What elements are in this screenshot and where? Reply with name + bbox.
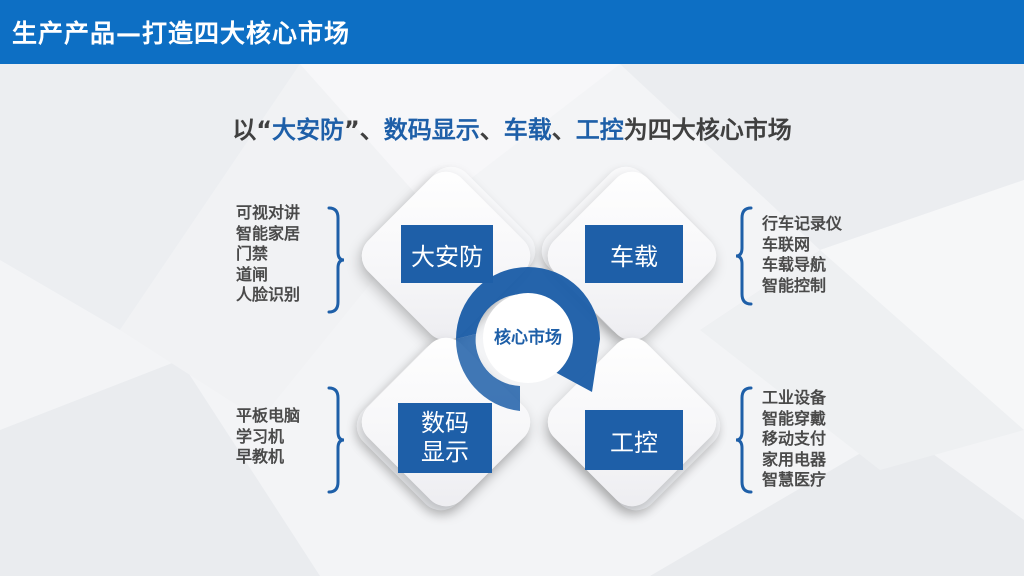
list-display: 平板电脑 学习机 早教机 bbox=[236, 406, 300, 468]
subtitle-highlight-display: 数码显示 bbox=[383, 116, 480, 144]
page-title: 生产产品—打造四大核心市场 bbox=[12, 19, 351, 48]
market-box-industrial: 工控 bbox=[585, 410, 683, 470]
market-label-automotive: 车载 bbox=[610, 242, 658, 271]
subtitle-prefix: 以“ bbox=[232, 116, 272, 144]
list-item: 智能控制 bbox=[762, 275, 827, 295]
subtitle: 以“大安防”、数码显示、车载、工控为四大核心市场 bbox=[0, 110, 1024, 145]
list-item: 平板电脑 bbox=[236, 406, 301, 425]
list-item: 行车记录仪 bbox=[762, 214, 843, 233]
list-item: 学习机 bbox=[236, 426, 285, 446]
list-item: 车载导航 bbox=[762, 255, 827, 274]
subtitle-highlight-industrial: 工控 bbox=[575, 116, 624, 144]
list-item: 智能穿戴 bbox=[762, 408, 827, 428]
list-security: 可视对讲 智能家居 门禁 道闸 人脸识别 bbox=[236, 203, 300, 306]
subtitle-highlight-automotive: 车载 bbox=[503, 116, 552, 144]
bracket-industrial bbox=[735, 386, 753, 494]
market-label-display-line2: 显示 bbox=[421, 438, 469, 466]
bracket-security bbox=[327, 206, 345, 314]
market-box-security: 大安防 bbox=[401, 225, 493, 283]
market-label-industrial: 工控 bbox=[610, 428, 658, 457]
list-item: 人脸识别 bbox=[236, 285, 301, 304]
list-item: 早教机 bbox=[236, 447, 285, 466]
list-automotive: 行车记录仪 车联网 车载导航 智能控制 bbox=[762, 214, 842, 296]
list-item: 可视对讲 bbox=[236, 203, 301, 222]
market-label-security: 大安防 bbox=[411, 242, 483, 271]
subtitle-sep-2: 、 bbox=[551, 116, 576, 144]
subtitle-highlight-security: 大安防 bbox=[272, 116, 344, 144]
market-label-display-line1: 数码 bbox=[421, 409, 469, 437]
center-label: 核心市场 bbox=[494, 328, 562, 348]
subtitle-sep-1: 、 bbox=[479, 116, 504, 144]
market-box-display: 数码 显示 bbox=[398, 403, 492, 473]
list-item: 道闸 bbox=[236, 264, 269, 284]
header-bar: 生产产品—打造四大核心市场 bbox=[0, 0, 1024, 64]
list-item: 工业设备 bbox=[762, 388, 827, 407]
list-industrial: 工业设备 智能穿戴 移动支付 家用电器 智慧医疗 bbox=[762, 388, 826, 491]
subtitle-suffix: 为四大核心市场 bbox=[623, 116, 792, 144]
list-item: 车联网 bbox=[762, 234, 811, 254]
list-item: 门禁 bbox=[236, 244, 269, 263]
list-item: 移动支付 bbox=[762, 429, 827, 448]
list-item: 家用电器 bbox=[762, 449, 827, 469]
list-item: 智能家居 bbox=[236, 223, 301, 243]
bracket-automotive bbox=[735, 206, 753, 306]
subtitle-mid: ”、 bbox=[344, 116, 384, 144]
list-item: 智慧医疗 bbox=[762, 470, 827, 489]
bracket-display bbox=[327, 386, 345, 494]
market-box-automotive: 车载 bbox=[585, 225, 683, 283]
